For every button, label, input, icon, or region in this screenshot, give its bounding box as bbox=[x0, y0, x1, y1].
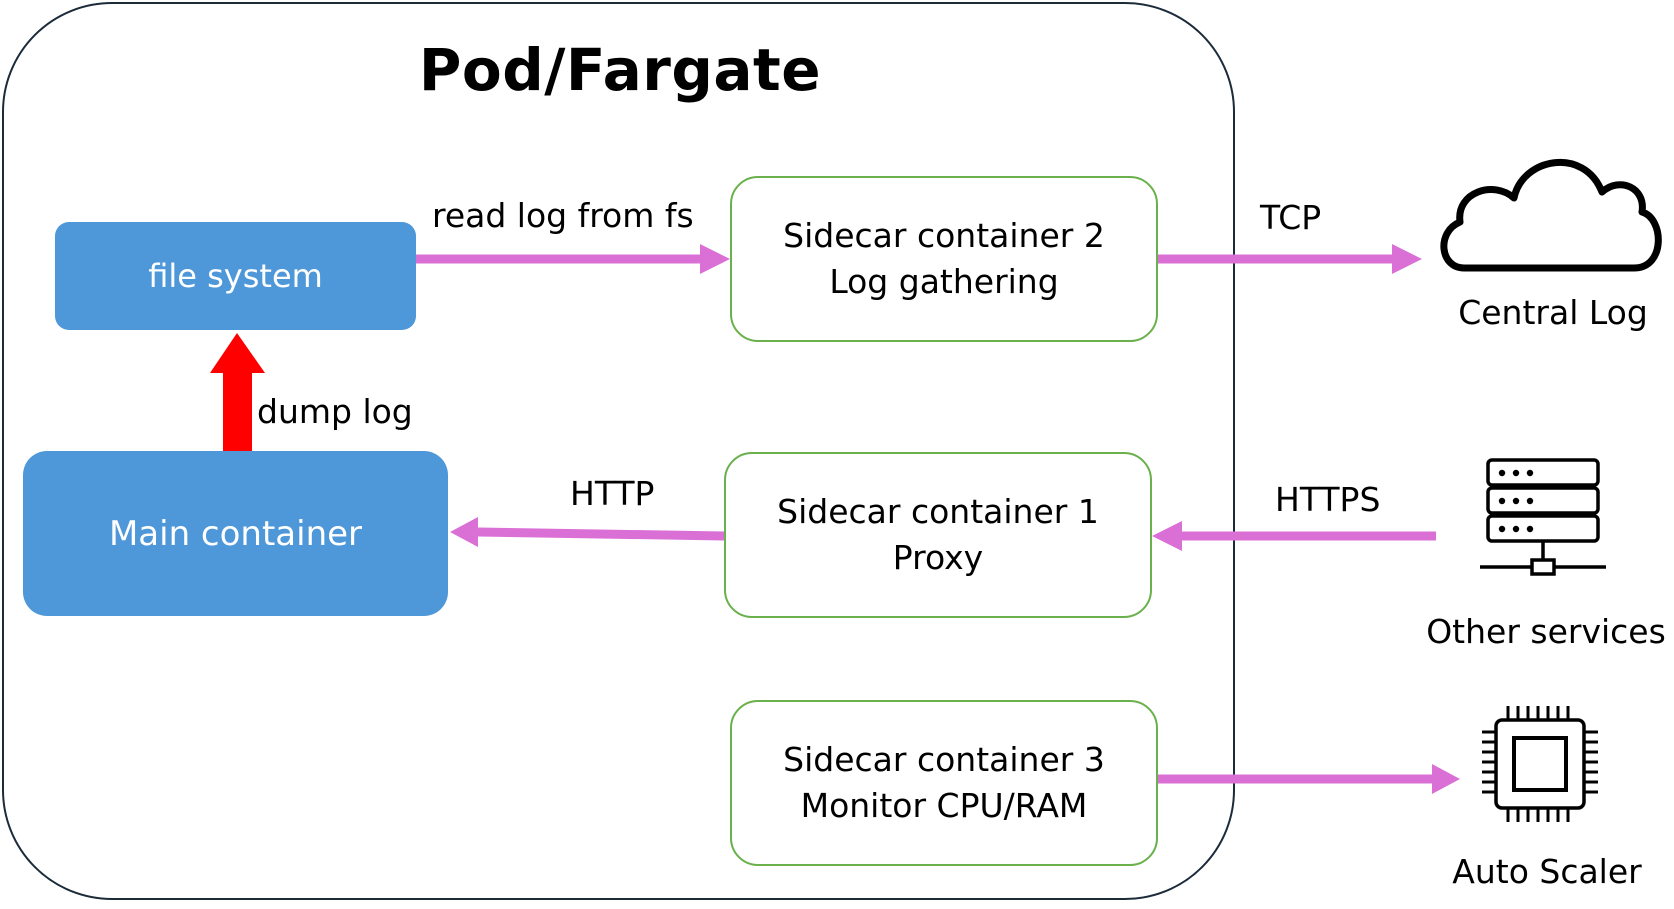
pod-title: Pod/Fargate bbox=[418, 36, 822, 104]
sidecar1-title: Sidecar container 1 bbox=[777, 492, 1099, 531]
sidecar3-subtitle: Monitor CPU/RAM bbox=[800, 786, 1088, 825]
cpu-chip-icon bbox=[1482, 706, 1598, 822]
sidecar-container-2: Sidecar container 2 Log gathering bbox=[730, 176, 1158, 342]
sidecar-container-1: Sidecar container 1 Proxy bbox=[724, 452, 1152, 618]
file-system-box: file system bbox=[55, 222, 416, 330]
sidecar-container-3: Sidecar container 3 Monitor CPU/RAM bbox=[730, 700, 1158, 866]
pod-boundary bbox=[2, 2, 1235, 900]
main-container-label: Main container bbox=[108, 513, 363, 554]
edge-label-read-log: read log from fs bbox=[432, 196, 694, 235]
sidecar2-title: Sidecar container 2 bbox=[783, 216, 1105, 255]
server-icon bbox=[1480, 458, 1606, 576]
edge-label-https: HTTPS bbox=[1275, 480, 1381, 519]
edge-label-http: HTTP bbox=[570, 474, 655, 513]
sidecar1-subtitle: Proxy bbox=[892, 538, 984, 577]
file-system-label: file system bbox=[148, 257, 323, 295]
other-services-label: Other services bbox=[1426, 612, 1666, 651]
auto-scaler-label: Auto Scaler bbox=[1452, 852, 1642, 891]
edge-label-dump-log: dump log bbox=[257, 392, 413, 431]
edge-label-tcp: TCP bbox=[1260, 198, 1322, 237]
cloud-icon bbox=[1440, 158, 1662, 272]
central-log-label: Central Log bbox=[1458, 293, 1648, 332]
sidecar3-title: Sidecar container 3 bbox=[783, 740, 1105, 779]
sidecar2-subtitle: Log gathering bbox=[829, 262, 1059, 301]
main-container-box: Main container bbox=[23, 451, 448, 616]
